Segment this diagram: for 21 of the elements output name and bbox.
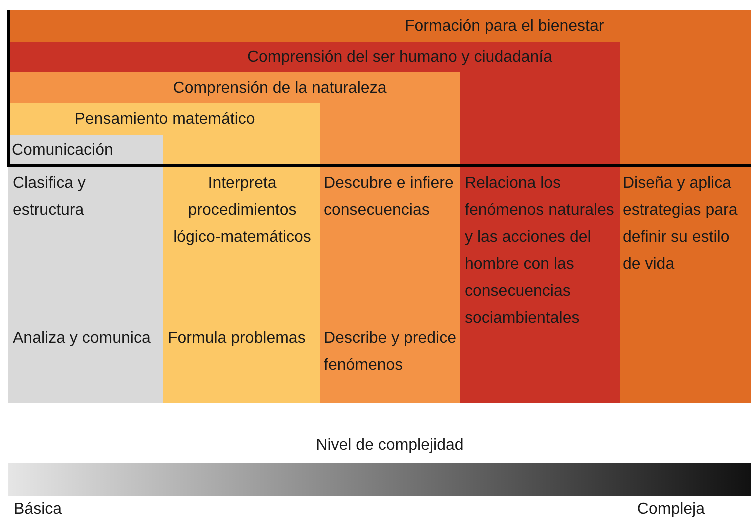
category-band [8, 42, 620, 403]
column-text: Interpreta procedimientos lógico-matemáticos [172, 174, 312, 248]
category-band [8, 10, 751, 403]
column-text: Clasifica y estructura [13, 174, 87, 221]
category-band [8, 72, 460, 403]
category-band [8, 103, 320, 403]
scale-end-label: Compleja [636, 500, 705, 520]
band-heading: Formación para el bienestar [405, 17, 606, 37]
band-heading: Pensamiento matemático [74, 110, 256, 130]
column-text: Diseña y aplica estrategias para definir su estilo de vida [623, 174, 739, 275]
band-heading: Comprensión del ser humano y ciudadanía [246, 48, 554, 68]
scale-end-label: Básica [14, 500, 64, 520]
column-text: Descubre e infiere consecuencias [324, 174, 455, 221]
column-text: Describe y predice fenómenos [324, 329, 458, 376]
band-heading: Comunicación [12, 141, 114, 161]
column-text: Formula problemas [168, 329, 307, 349]
column-text: Relaciona los fenómenos naturales y las acciones del hombre con las consecuencias sociambientales [465, 174, 616, 329]
band-heading: Comprensión de la naturaleza [172, 79, 388, 99]
category-band [8, 135, 163, 403]
scale-title: Nivel de complejidad [315, 436, 465, 456]
column-text: Analiza y comunica [13, 329, 152, 349]
